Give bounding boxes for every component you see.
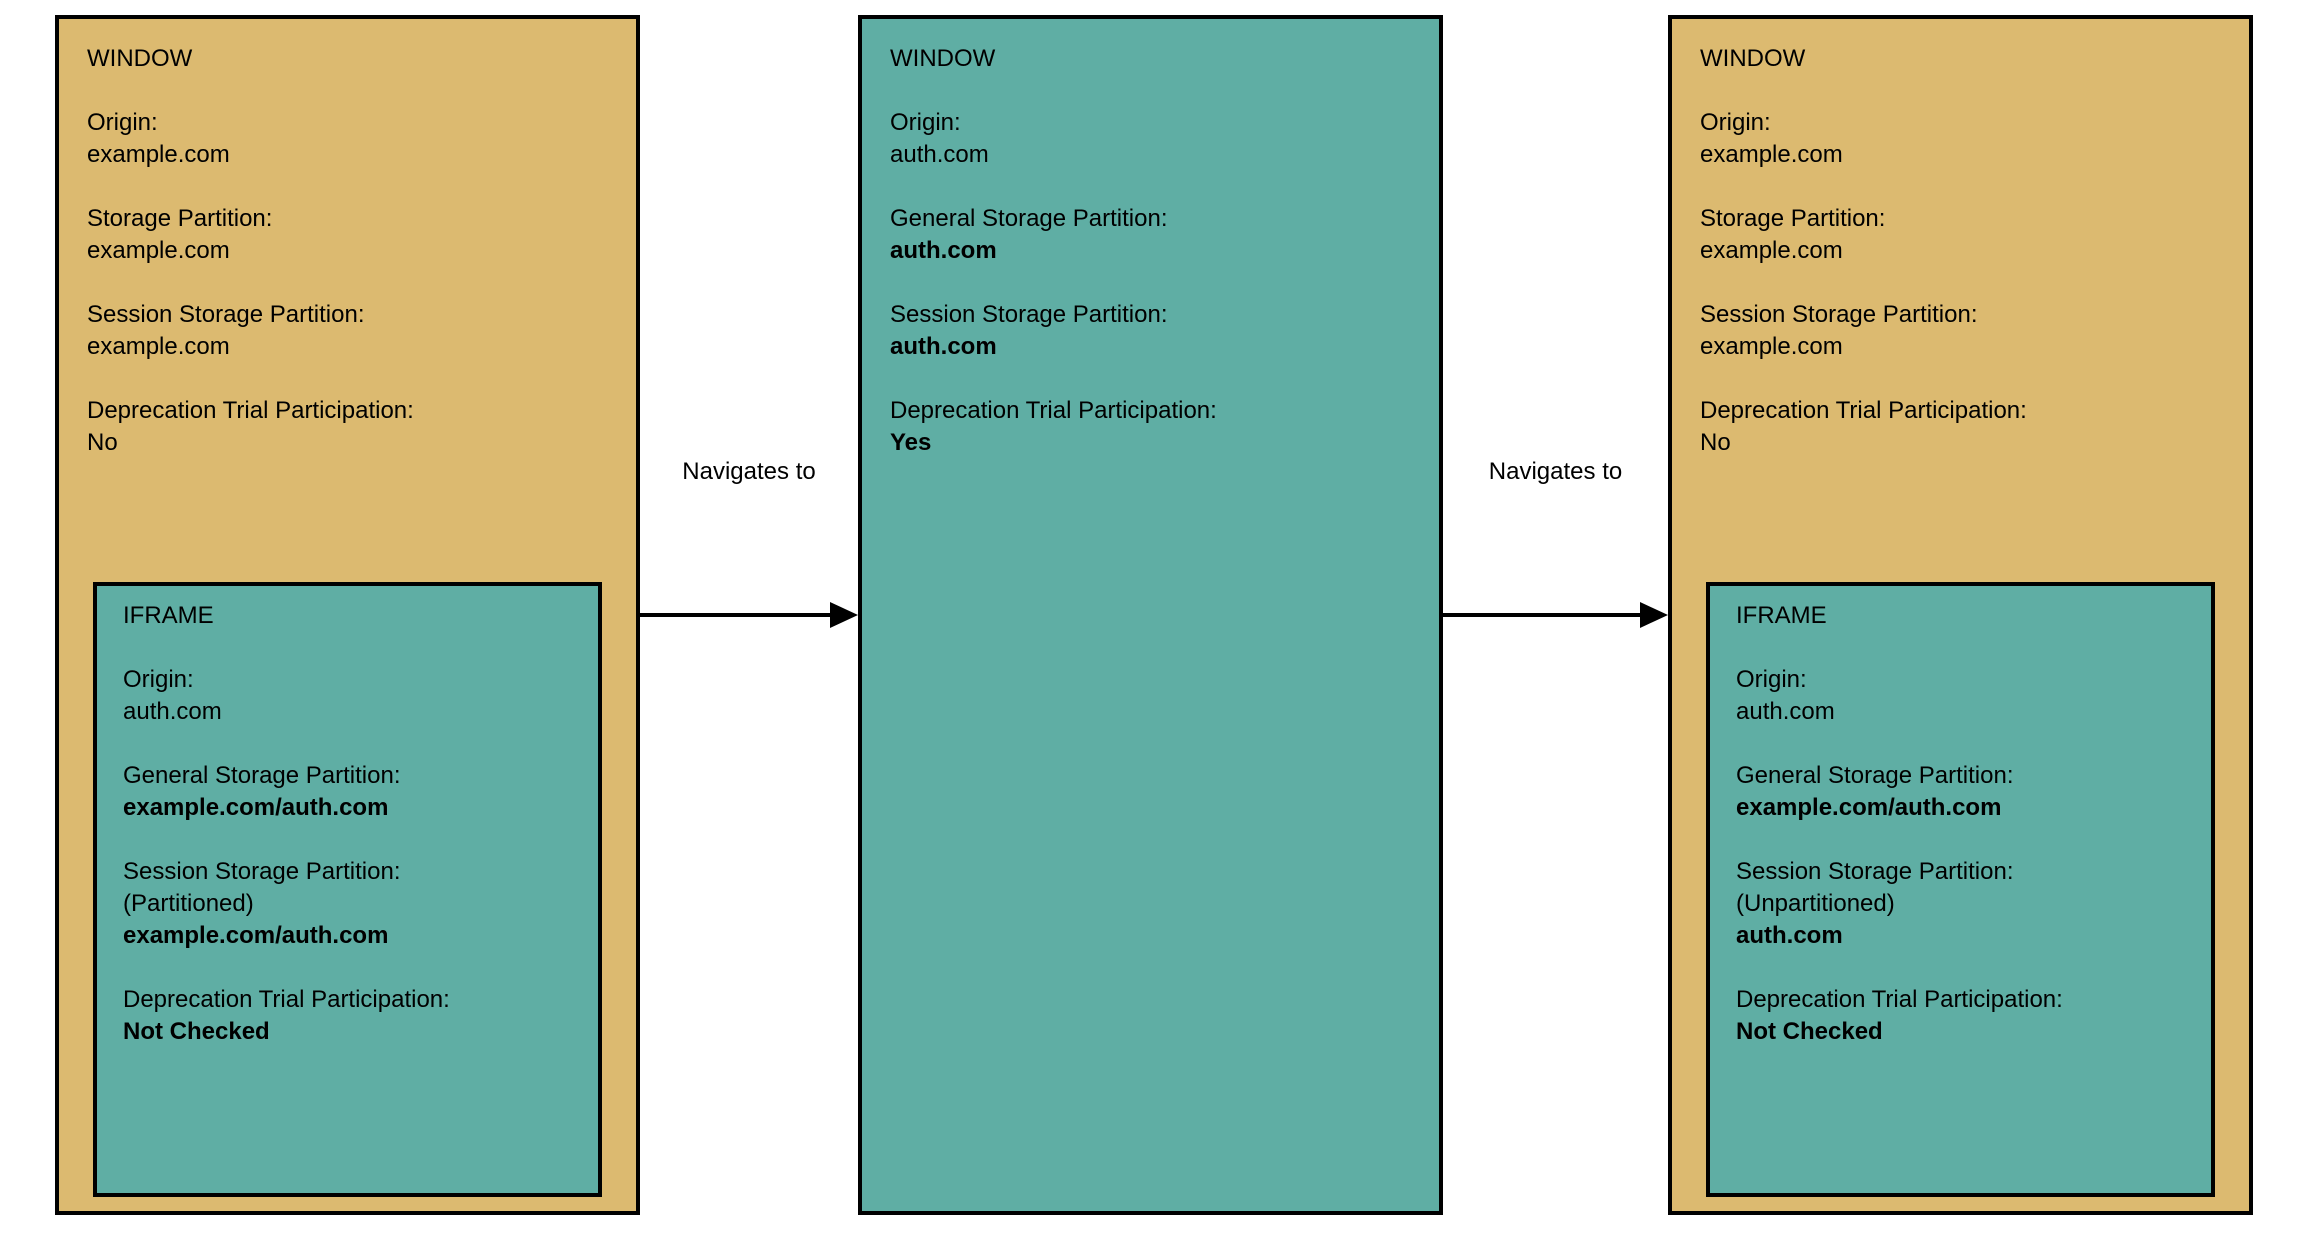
field-session-storage-partition: Session Storage Partition: (Partitioned)… <box>123 856 572 952</box>
field-value: No <box>87 429 118 456</box>
arrow-1-shaft <box>640 613 832 617</box>
window-title: WINDOW <box>890 45 996 72</box>
field-value: example.com/auth.com <box>123 922 389 949</box>
field-label: Origin: <box>87 109 158 136</box>
field-label: Storage Partition: <box>87 205 273 232</box>
field-deprecation-trial: Deprecation Trial Participation: Not Che… <box>1736 984 2185 1048</box>
field-label: Session Storage Partition: <box>890 301 1168 328</box>
field-value: example.com <box>1700 333 1843 360</box>
field-value: auth.com <box>123 698 222 725</box>
field-value: example.com <box>1700 141 1843 168</box>
field-deprecation-trial: Deprecation Trial Participation: Yes <box>890 395 1411 459</box>
field-deprecation-trial: Deprecation Trial Participation: Not Che… <box>123 984 572 1048</box>
field-value: example.com <box>1700 237 1843 264</box>
field-origin: Origin: example.com <box>87 107 608 171</box>
field-label: General Storage Partition: <box>890 205 1168 232</box>
field-value: auth.com <box>1736 698 1835 725</box>
field-label: Deprecation Trial Participation: <box>890 397 1217 424</box>
field-general-storage-partition: General Storage Partition: auth.com <box>890 203 1411 267</box>
field-label: General Storage Partition: <box>1736 762 2014 789</box>
field-general-storage-partition: General Storage Partition: example.com/a… <box>1736 760 2185 824</box>
iframe-box-1: IFRAME Origin: auth.com General Storage … <box>93 582 602 1197</box>
field-session-storage-partition: Session Storage Partition: auth.com <box>890 299 1411 363</box>
field-label: Session Storage Partition: <box>87 301 365 328</box>
field-note: (Unpartitioned) <box>1736 890 1895 917</box>
field-session-storage-partition: Session Storage Partition: example.com <box>87 299 608 363</box>
field-value: Not Checked <box>1736 1018 1883 1045</box>
field-value: Not Checked <box>123 1018 270 1045</box>
field-label: Session Storage Partition: <box>123 858 401 885</box>
field-value: auth.com <box>1736 922 1843 949</box>
field-note: (Partitioned) <box>123 890 254 917</box>
field-label: Origin: <box>123 666 194 693</box>
field-label: General Storage Partition: <box>123 762 401 789</box>
field-value: example.com <box>87 237 230 264</box>
navigates-to-label-1: Navigates to <box>682 458 816 485</box>
navigates-to-label-2: Navigates to <box>1488 458 1623 485</box>
iframe-box-3: IFRAME Origin: auth.com General Storage … <box>1706 582 2215 1197</box>
window-box-2: WINDOW Origin: auth.com General Storage … <box>858 15 1443 1215</box>
field-origin: Origin: example.com <box>1700 107 2221 171</box>
field-value: example.com <box>87 333 230 360</box>
field-deprecation-trial: Deprecation Trial Participation: No <box>1700 395 2221 459</box>
window-title: WINDOW <box>87 45 193 72</box>
iframe-title: IFRAME <box>1736 602 1827 629</box>
field-label: Session Storage Partition: <box>1700 301 1978 328</box>
field-value: auth.com <box>890 237 997 264</box>
window-title: WINDOW <box>1700 45 1806 72</box>
field-label: Storage Partition: <box>1700 205 1886 232</box>
field-origin: Origin: auth.com <box>1736 664 2185 728</box>
field-origin: Origin: auth.com <box>890 107 1411 171</box>
field-value: No <box>1700 429 1731 456</box>
arrow-2-head-icon <box>1640 602 1668 628</box>
field-label: Session Storage Partition: <box>1736 858 2014 885</box>
iframe-title: IFRAME <box>123 602 214 629</box>
field-value: auth.com <box>890 333 997 360</box>
field-value: example.com <box>87 141 230 168</box>
field-value: auth.com <box>890 141 989 168</box>
field-general-storage-partition: General Storage Partition: example.com/a… <box>123 760 572 824</box>
field-value: Yes <box>890 429 932 456</box>
arrow-1-head-icon <box>830 602 858 628</box>
field-label: Origin: <box>890 109 961 136</box>
field-label: Origin: <box>1736 666 1807 693</box>
field-label: Deprecation Trial Participation: <box>1736 986 2063 1013</box>
field-storage-partition: Storage Partition: example.com <box>1700 203 2221 267</box>
field-value: example.com/auth.com <box>1736 794 2002 821</box>
field-value: example.com/auth.com <box>123 794 389 821</box>
field-label: Deprecation Trial Participation: <box>87 397 414 424</box>
field-storage-partition: Storage Partition: example.com <box>87 203 608 267</box>
arrow-2-shaft <box>1443 613 1640 617</box>
field-session-storage-partition: Session Storage Partition: example.com <box>1700 299 2221 363</box>
field-label: Origin: <box>1700 109 1771 136</box>
field-label: Deprecation Trial Participation: <box>1700 397 2027 424</box>
field-label: Deprecation Trial Participation: <box>123 986 450 1013</box>
field-origin: Origin: auth.com <box>123 664 572 728</box>
field-deprecation-trial: Deprecation Trial Participation: No <box>87 395 608 459</box>
field-session-storage-partition: Session Storage Partition: (Unpartitione… <box>1736 856 2185 952</box>
